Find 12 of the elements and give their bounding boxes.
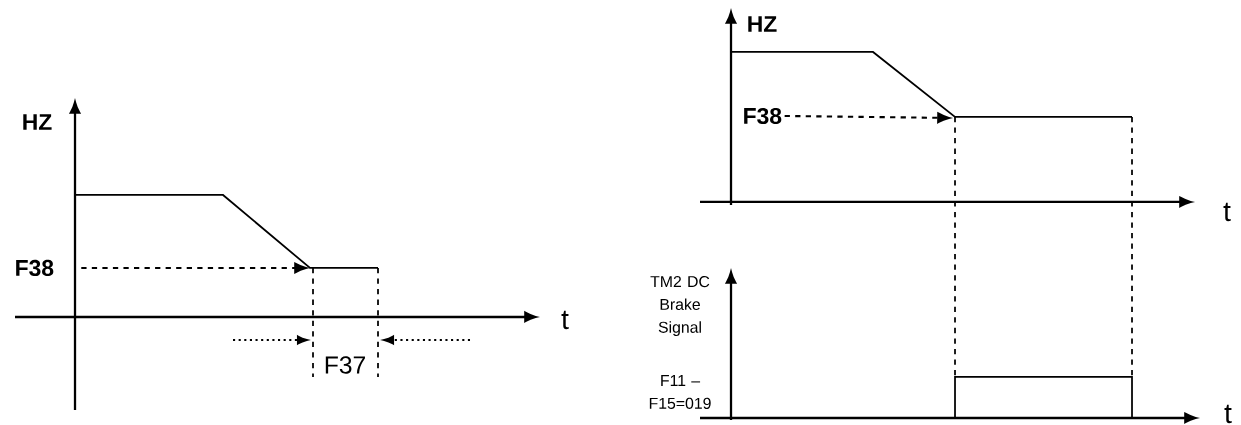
value-label: F38 <box>744 107 782 125</box>
axis-label: t <box>1224 404 1232 424</box>
value-label: F38 <box>16 259 54 277</box>
axis-label: HZ <box>23 114 52 130</box>
signal-label: F11 – F15=019 <box>649 375 711 409</box>
axis-label: t <box>561 310 569 330</box>
dashed-arrow <box>784 112 950 124</box>
axis-label: t <box>1223 202 1231 222</box>
signal-label: TM2 DC Brake Signal <box>650 275 710 336</box>
axis-label: HZ <box>748 16 777 32</box>
dimension-label: F37 <box>325 356 365 374</box>
dashed-arrow <box>81 262 307 274</box>
